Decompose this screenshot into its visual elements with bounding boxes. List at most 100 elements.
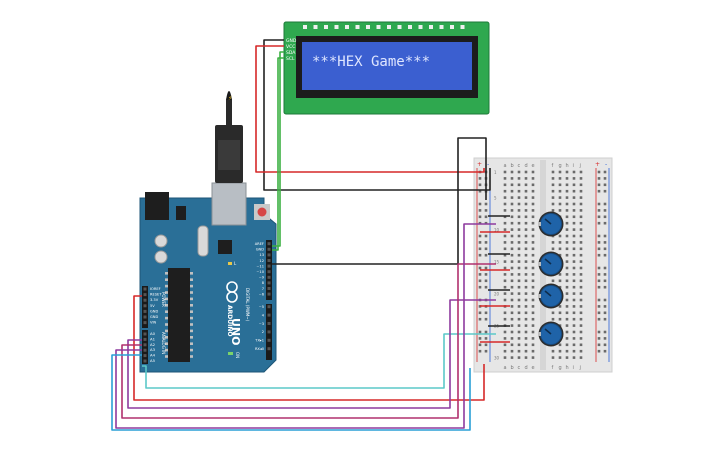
power-pin-label: IOREF (150, 287, 161, 291)
breadboard-hole (517, 241, 521, 244)
potentiometer-indicator (544, 218, 552, 225)
lcd-module[interactable]: ***HEX Game*** GND VCC SDA SCL (283, 21, 490, 115)
digital-header-top[interactable] (266, 240, 272, 300)
breadboard-hole (517, 260, 521, 263)
potentiometer[interactable] (538, 251, 564, 277)
rail-hole (484, 343, 488, 347)
breadboard-hole (524, 349, 528, 353)
digital-pin[interactable] (267, 330, 271, 334)
potentiometer[interactable] (538, 283, 564, 309)
breadboard-hole (579, 228, 583, 231)
breadboard-hole (579, 298, 583, 302)
power-pin[interactable] (143, 315, 147, 319)
rail-hole (603, 343, 607, 347)
wire-lcd-scl-green[interactable] (272, 57, 284, 251)
digital-pin[interactable] (267, 292, 271, 296)
breadboard-hole (524, 343, 528, 347)
digital-pin[interactable] (267, 305, 271, 309)
mcu-pin (165, 284, 168, 288)
rail-hole (603, 170, 607, 174)
digital-pin[interactable] (267, 264, 271, 268)
breadboard-hole (579, 356, 583, 359)
wire-a0-cyan[interactable] (142, 333, 496, 389)
digital-pin[interactable] (267, 259, 271, 262)
breadboard-hole (524, 311, 528, 315)
breadboard-hole (579, 343, 583, 347)
capacitor-2 (154, 250, 168, 264)
digital-pin[interactable] (267, 270, 271, 274)
wire-arduino-gnd-black[interactable] (272, 137, 487, 265)
breadboard-hole (503, 183, 507, 187)
digital-pin[interactable] (267, 347, 271, 351)
breadboard-hole (579, 202, 583, 206)
digital-pin[interactable] (267, 275, 271, 279)
rail-hole (597, 279, 601, 283)
mcu-pin (190, 323, 193, 326)
breadboard-hole (531, 215, 535, 219)
breadboard-hole (524, 221, 528, 225)
digital-pin[interactable] (267, 338, 271, 342)
usb-chip (218, 240, 232, 254)
analog-header[interactable] (142, 330, 148, 364)
digital-pin[interactable] (267, 287, 271, 290)
rail-hole (603, 247, 607, 251)
power-pin[interactable] (143, 287, 147, 291)
analog-pin[interactable] (143, 359, 147, 363)
breadboard-hole (517, 266, 521, 270)
digital-pin[interactable] (267, 281, 271, 285)
digital-pin-label: ~11 (256, 264, 264, 268)
analog-pin[interactable] (143, 343, 147, 347)
potentiometer[interactable] (538, 211, 564, 237)
power-pin[interactable] (143, 293, 147, 297)
rail-hole (484, 273, 488, 276)
digital-pin[interactable] (267, 242, 271, 246)
potentiometer[interactable] (538, 321, 564, 347)
digital-pin[interactable] (267, 247, 271, 251)
analog-pin-label: A3 (150, 347, 156, 352)
mcu-pin (165, 323, 168, 326)
breadboard-hole (531, 311, 535, 315)
mcu-pin (165, 342, 168, 345)
breadboard-hole (503, 196, 507, 199)
digital-pin-label: RX◂0 (255, 347, 265, 351)
breadboard-hole (579, 247, 583, 251)
analog-pin[interactable] (143, 337, 147, 341)
power-pin[interactable] (143, 309, 147, 313)
microcontroller-pins (165, 272, 193, 358)
digital-pin[interactable] (267, 313, 271, 317)
breadboard-hole (565, 324, 569, 327)
usb-connector[interactable] (211, 182, 247, 226)
wire-a4-blue[interactable] (111, 354, 471, 431)
breadboard-hole (531, 253, 535, 257)
breadboard-hole (531, 285, 535, 289)
rail-hole (603, 221, 607, 225)
power-pin-label: VIN (150, 321, 157, 325)
power-pin[interactable] (143, 298, 147, 302)
wire-a3-purple[interactable] (115, 223, 496, 429)
reset-button[interactable] (257, 207, 267, 217)
breadboard-hole (510, 247, 514, 251)
breadboard-hole (565, 234, 569, 238)
wire-lcd-vcc-red[interactable] (255, 45, 485, 173)
wire-lcd-sda-green[interactable] (272, 51, 284, 247)
breadboard-hole (510, 298, 514, 302)
potentiometers[interactable] (538, 211, 564, 347)
wire-lcd-gnd-black[interactable] (263, 39, 491, 191)
breadboard-hole (503, 298, 507, 302)
breadboard-hole (510, 330, 514, 334)
mcu-pin (165, 355, 168, 358)
analog-pin[interactable] (143, 348, 147, 352)
breadboard-hole (558, 196, 562, 199)
rail-hole (478, 189, 482, 193)
analog-pin[interactable] (143, 354, 147, 358)
breadboard-hole (551, 311, 555, 315)
digital-pin[interactable] (267, 253, 271, 257)
digital-pin[interactable] (267, 322, 271, 325)
power-pin[interactable] (143, 321, 147, 325)
wire-arduino-5v-red[interactable] (133, 295, 485, 401)
dc-power-jack[interactable] (145, 192, 169, 220)
analog-pin[interactable] (143, 332, 147, 336)
power-pin[interactable] (143, 304, 147, 308)
